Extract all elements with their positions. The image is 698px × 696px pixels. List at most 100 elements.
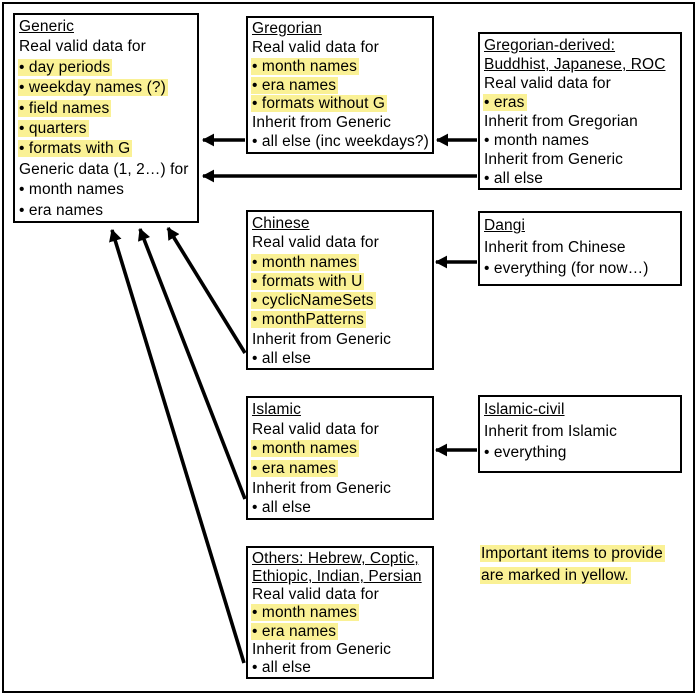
- highlighted-text: • cyclicNameSets: [251, 292, 376, 309]
- text: Inherit from Generic: [252, 640, 391, 658]
- text: Real valid data for: [484, 75, 611, 92]
- box-others-line: Inherit from Generic: [251, 641, 432, 659]
- box-gregorian-derived-line: Gregorian-derived:: [483, 36, 680, 55]
- box-generic-line: Generic: [18, 17, 197, 37]
- box-chinese-line: • all else: [251, 349, 432, 368]
- highlighted-text: • month names: [251, 604, 359, 622]
- text: Others: Hebrew, Coptic,: [252, 550, 419, 567]
- arrow-others-to-generic: [109, 228, 246, 664]
- box-chinese-line: • cyclicNameSets: [251, 291, 432, 310]
- box-gregorian-derived-line: • all else: [483, 169, 680, 188]
- highlighted-text: • quarters: [18, 119, 89, 137]
- highlighted-text: • month names: [251, 57, 359, 75]
- highlighted-text: • era names: [251, 76, 339, 94]
- box-generic-line: • quarters: [18, 119, 197, 139]
- box-others: Others: Hebrew, Coptic,Ethiopic, Indian,…: [246, 546, 434, 679]
- box-others-line: • month names: [251, 604, 432, 622]
- text: Real valid data for: [252, 38, 379, 56]
- text: • all else (inc weekdays?): [252, 133, 429, 151]
- text: Real valid data for: [19, 38, 146, 56]
- highlighted-text: • day periods: [18, 58, 113, 76]
- text: Inherit from Generic: [252, 479, 391, 497]
- box-gregorian-line: • month names: [251, 57, 432, 77]
- text: Gregorian: [252, 20, 322, 37]
- text: • all else: [252, 499, 311, 517]
- highlighted-text: • formats without G: [251, 95, 388, 113]
- text: Inherit from Gregorian: [484, 113, 638, 130]
- text: Generic data (1, 2…) for: [19, 160, 189, 178]
- text: • all else: [484, 170, 543, 187]
- highlighted-text: • month names: [251, 440, 359, 458]
- box-others-line: • all else: [251, 659, 432, 677]
- box-dangi-line: Inherit from Chinese: [483, 237, 680, 259]
- text: Buddhist, Japanese, ROC: [484, 56, 666, 73]
- box-chinese-line: Chinese: [251, 214, 432, 233]
- box-islamic-line: • all else: [251, 498, 432, 518]
- text: Islamic: [252, 401, 301, 418]
- box-gregorian-line: Real valid data for: [251, 39, 432, 58]
- box-gregorian-line: • era names: [251, 76, 432, 96]
- arrow-islamic-to-generic: [138, 227, 247, 500]
- box-chinese-line: Inherit from Generic: [251, 330, 432, 349]
- box-islamic-civil-line: Islamic-civil: [483, 399, 680, 421]
- text: • everything: [484, 444, 567, 462]
- box-generic-line: Real valid data for: [18, 37, 197, 57]
- text: Generic: [19, 18, 74, 35]
- text: Inherit from Generic: [252, 114, 391, 132]
- highlighted-text: • formats with G: [18, 140, 133, 158]
- text: • all else: [252, 349, 311, 367]
- text: • all else: [252, 658, 311, 676]
- box-chinese-line: Real valid data for: [251, 233, 432, 252]
- highlighted-text: • field names: [18, 99, 112, 117]
- box-gregorian-line: • all else (inc weekdays?): [251, 133, 432, 152]
- highlighted-text: • month names: [251, 253, 359, 271]
- highlighted-text: • era names: [251, 459, 339, 477]
- highlighted-text: • monthPatterns: [251, 311, 367, 329]
- text: Islamic-civil: [484, 401, 565, 418]
- text: Real valid data for: [252, 420, 379, 438]
- box-yellow-note: Important items to provide are marked in …: [477, 541, 691, 589]
- box-generic-line: • weekday names (?): [18, 78, 197, 98]
- box-gregorian-line: • formats without G: [251, 95, 432, 114]
- text: Gregorian-derived:: [484, 37, 616, 54]
- highlighted-text: • era names: [251, 622, 339, 640]
- box-islamic-line: • era names: [251, 459, 432, 479]
- box-islamic-line: Real valid data for: [251, 420, 432, 440]
- text: Inherit from Islamic: [484, 422, 617, 440]
- box-yellow-note-line: are marked in yellow.: [480, 565, 691, 587]
- box-gregorian-derived: Gregorian-derived: Buddhist, Japanese, RO…: [478, 32, 682, 190]
- box-dangi-line: • everything (for now…): [483, 258, 680, 280]
- text: Real valid data for: [252, 234, 379, 252]
- highlighted-text: are marked in yellow.: [480, 566, 631, 584]
- box-generic-line: Generic data (1, 2…) for: [18, 160, 197, 180]
- box-others-line: Others: Hebrew, Coptic,: [251, 550, 432, 568]
- box-gregorian-derived-line: Buddhist, Japanese, ROC: [483, 55, 680, 74]
- highlighted-text: Important items to provide: [480, 545, 665, 562]
- box-generic-line: • field names: [18, 99, 197, 119]
- text: • month names: [19, 181, 124, 199]
- box-generic-line: • era names: [18, 201, 197, 221]
- box-chinese-line: • formats with U: [251, 272, 432, 291]
- text: Ethiopic, Indian, Persian: [252, 568, 422, 586]
- highlighted-text: • weekday names (?): [18, 79, 168, 97]
- box-generic-line: • day periods: [18, 58, 197, 78]
- box-others-line: Real valid data for: [251, 586, 432, 604]
- text: Dangi: [484, 217, 525, 234]
- box-chinese-line: • monthPatterns: [251, 310, 432, 329]
- text: Inherit from Generic: [252, 330, 391, 348]
- text: Inherit from Chinese: [484, 238, 626, 256]
- box-gregorian-derived-line: Inherit from Gregorian: [483, 112, 680, 131]
- text: • everything (for now…): [484, 260, 649, 278]
- highlighted-text: • formats with U: [251, 272, 365, 290]
- highlighted-text: • eras: [483, 94, 527, 111]
- text: • era names: [19, 201, 104, 219]
- box-others-line: Ethiopic, Indian, Persian: [251, 568, 432, 586]
- box-generic-line: • formats with G: [18, 139, 197, 159]
- box-islamic-line: Inherit from Generic: [251, 479, 432, 499]
